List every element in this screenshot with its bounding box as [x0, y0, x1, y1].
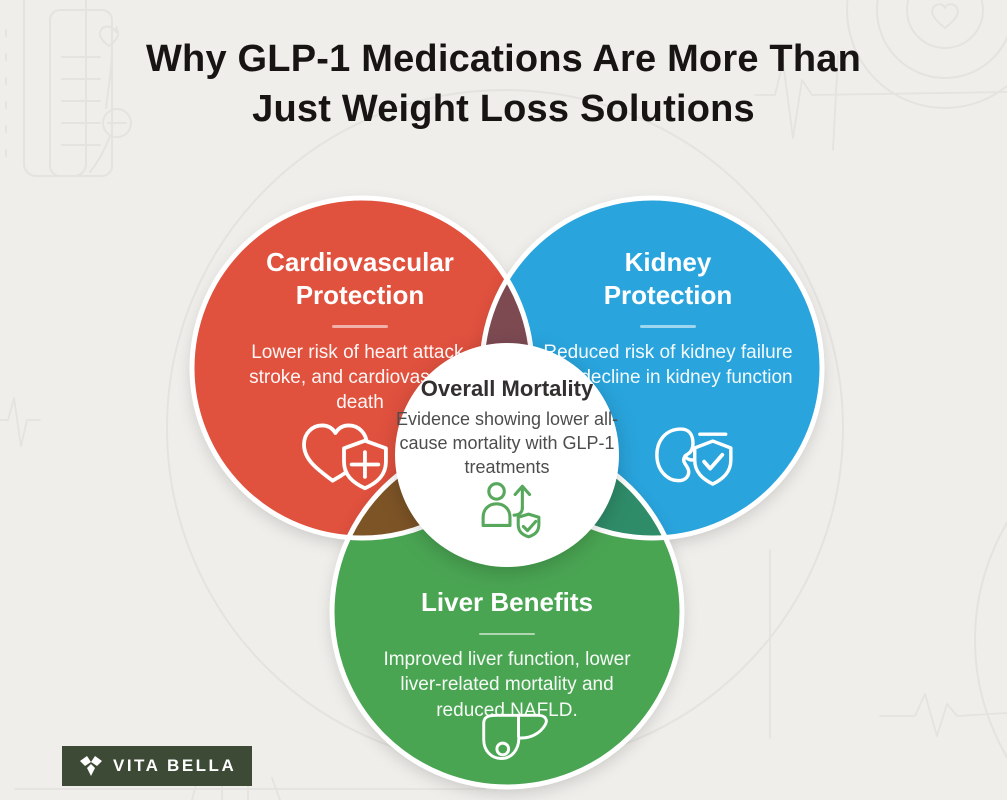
overall-mortality-body: Evidence showing lower all-cause mortali…: [395, 409, 619, 477]
heart-shield-icon: [302, 423, 388, 491]
cardiovascular-section: Cardiovascular Protection Lower risk of …: [205, 246, 515, 416]
page-title: Why GLP-1 Medications Are More Than Just…: [0, 34, 1007, 134]
kidney-divider: [640, 325, 696, 328]
page-title-line1: Why GLP-1 Medications Are More Than: [145, 38, 861, 80]
kidney-section: Kidney Protection Reduced risk of kidney…: [538, 246, 798, 390]
liver-section: Liver Benefits Improved liver function, …: [357, 586, 657, 723]
brand-badge: VITA BELLA: [62, 746, 253, 786]
heart-cord-decoration: [89, 25, 132, 173]
kidney-heading: Kidney Protection: [603, 247, 733, 310]
cardiovascular-divider: [332, 325, 388, 328]
liver-icon: [482, 713, 548, 760]
overall-mortality-section: Overall Mortality Evidence showing lower…: [392, 376, 622, 480]
brand-name: VITA BELLA: [113, 756, 237, 775]
target-heart-decoration: [846, 0, 1007, 109]
person-rising-shield-icon: [481, 482, 541, 539]
liver-heading: Liver Benefits: [421, 587, 593, 617]
ekg-line-decoration: [0, 54, 1007, 800]
page-title-line2: Just Weight Loss Solutions: [252, 88, 755, 131]
kidney-body: Reduced risk of kidney failure and decli…: [543, 341, 793, 388]
arc-decoration: [974, 521, 1007, 759]
vita-bella-logo-mark: [80, 756, 102, 776]
overall-mortality-heading: Overall Mortality: [420, 376, 594, 401]
cardiovascular-body: Lower risk of heart attack, stroke, and …: [249, 341, 471, 414]
clipboard-outline-decoration: [5, 0, 113, 177]
cardiovascular-heading: Cardiovascular Protection: [266, 247, 454, 310]
liver-body: Improved liver function, lower liver-rel…: [383, 649, 631, 721]
liver-divider: [479, 632, 535, 635]
center-circle: [395, 343, 619, 567]
kidney-shield-icon: [655, 427, 733, 486]
